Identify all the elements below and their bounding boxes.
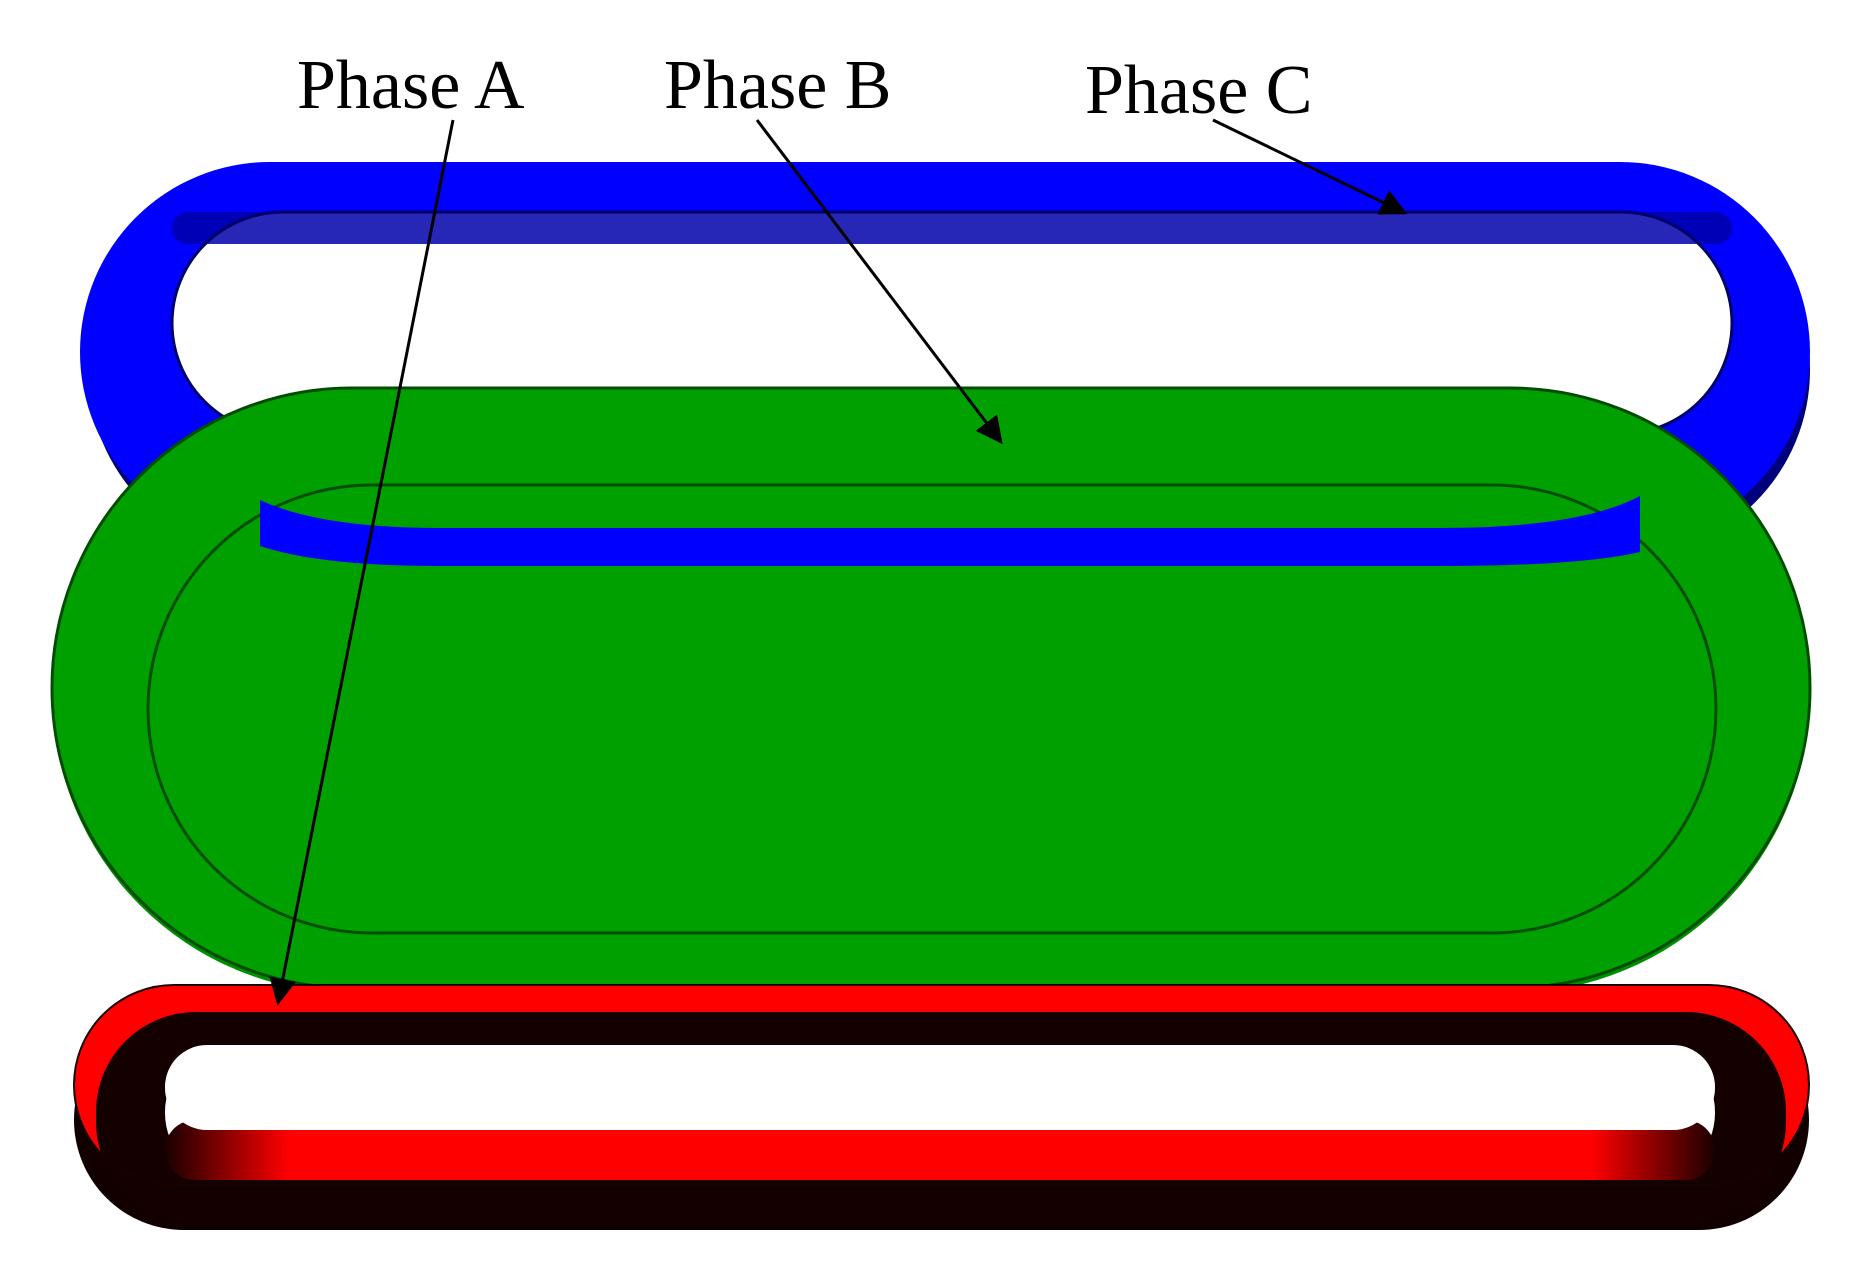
phase-b-arrow xyxy=(755,119,1003,445)
phase-a-arrow xyxy=(269,119,455,1006)
phase-c-label: Phase C xyxy=(1085,52,1313,129)
phase-c-arrow xyxy=(1212,118,1408,215)
phase-a-coil xyxy=(73,984,1810,1230)
phase-a-label: Phase A xyxy=(297,47,525,124)
phase-c-coil-lower-segment xyxy=(260,496,1640,566)
phase-b-label: Phase B xyxy=(664,47,892,124)
